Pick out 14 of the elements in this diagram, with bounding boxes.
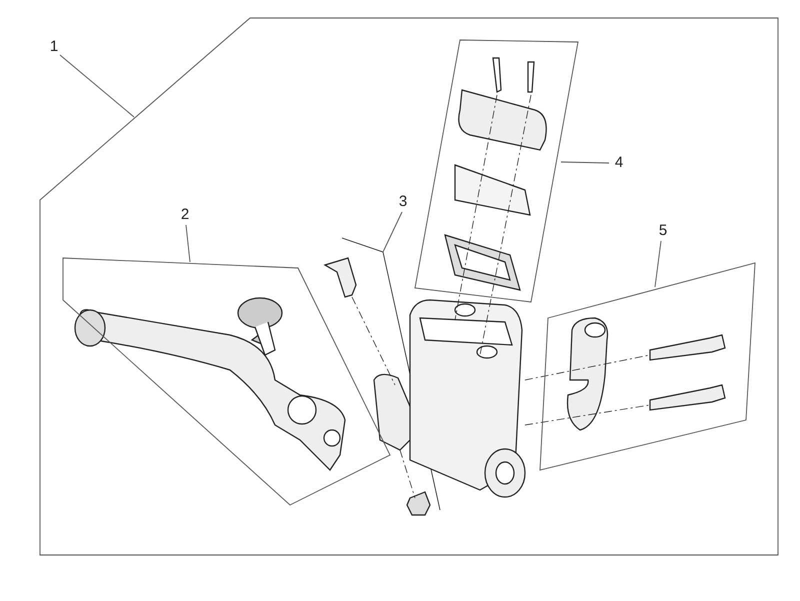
parts-group-outline — [63, 258, 390, 505]
leader-line — [60, 54, 134, 118]
callout-number: 5 — [656, 222, 670, 240]
callout-number: 2 — [178, 206, 192, 224]
leader-line — [186, 224, 190, 262]
parts-group-outline — [40, 18, 778, 555]
callout-number: 1 — [47, 38, 61, 56]
leader-line — [382, 212, 402, 252]
callout-number: 4 — [612, 154, 626, 172]
leader-line — [654, 240, 662, 288]
parts-group-outline — [540, 263, 755, 470]
parts-group-outline — [415, 40, 578, 302]
leader-line — [560, 162, 610, 164]
callout-number: 3 — [396, 193, 410, 211]
